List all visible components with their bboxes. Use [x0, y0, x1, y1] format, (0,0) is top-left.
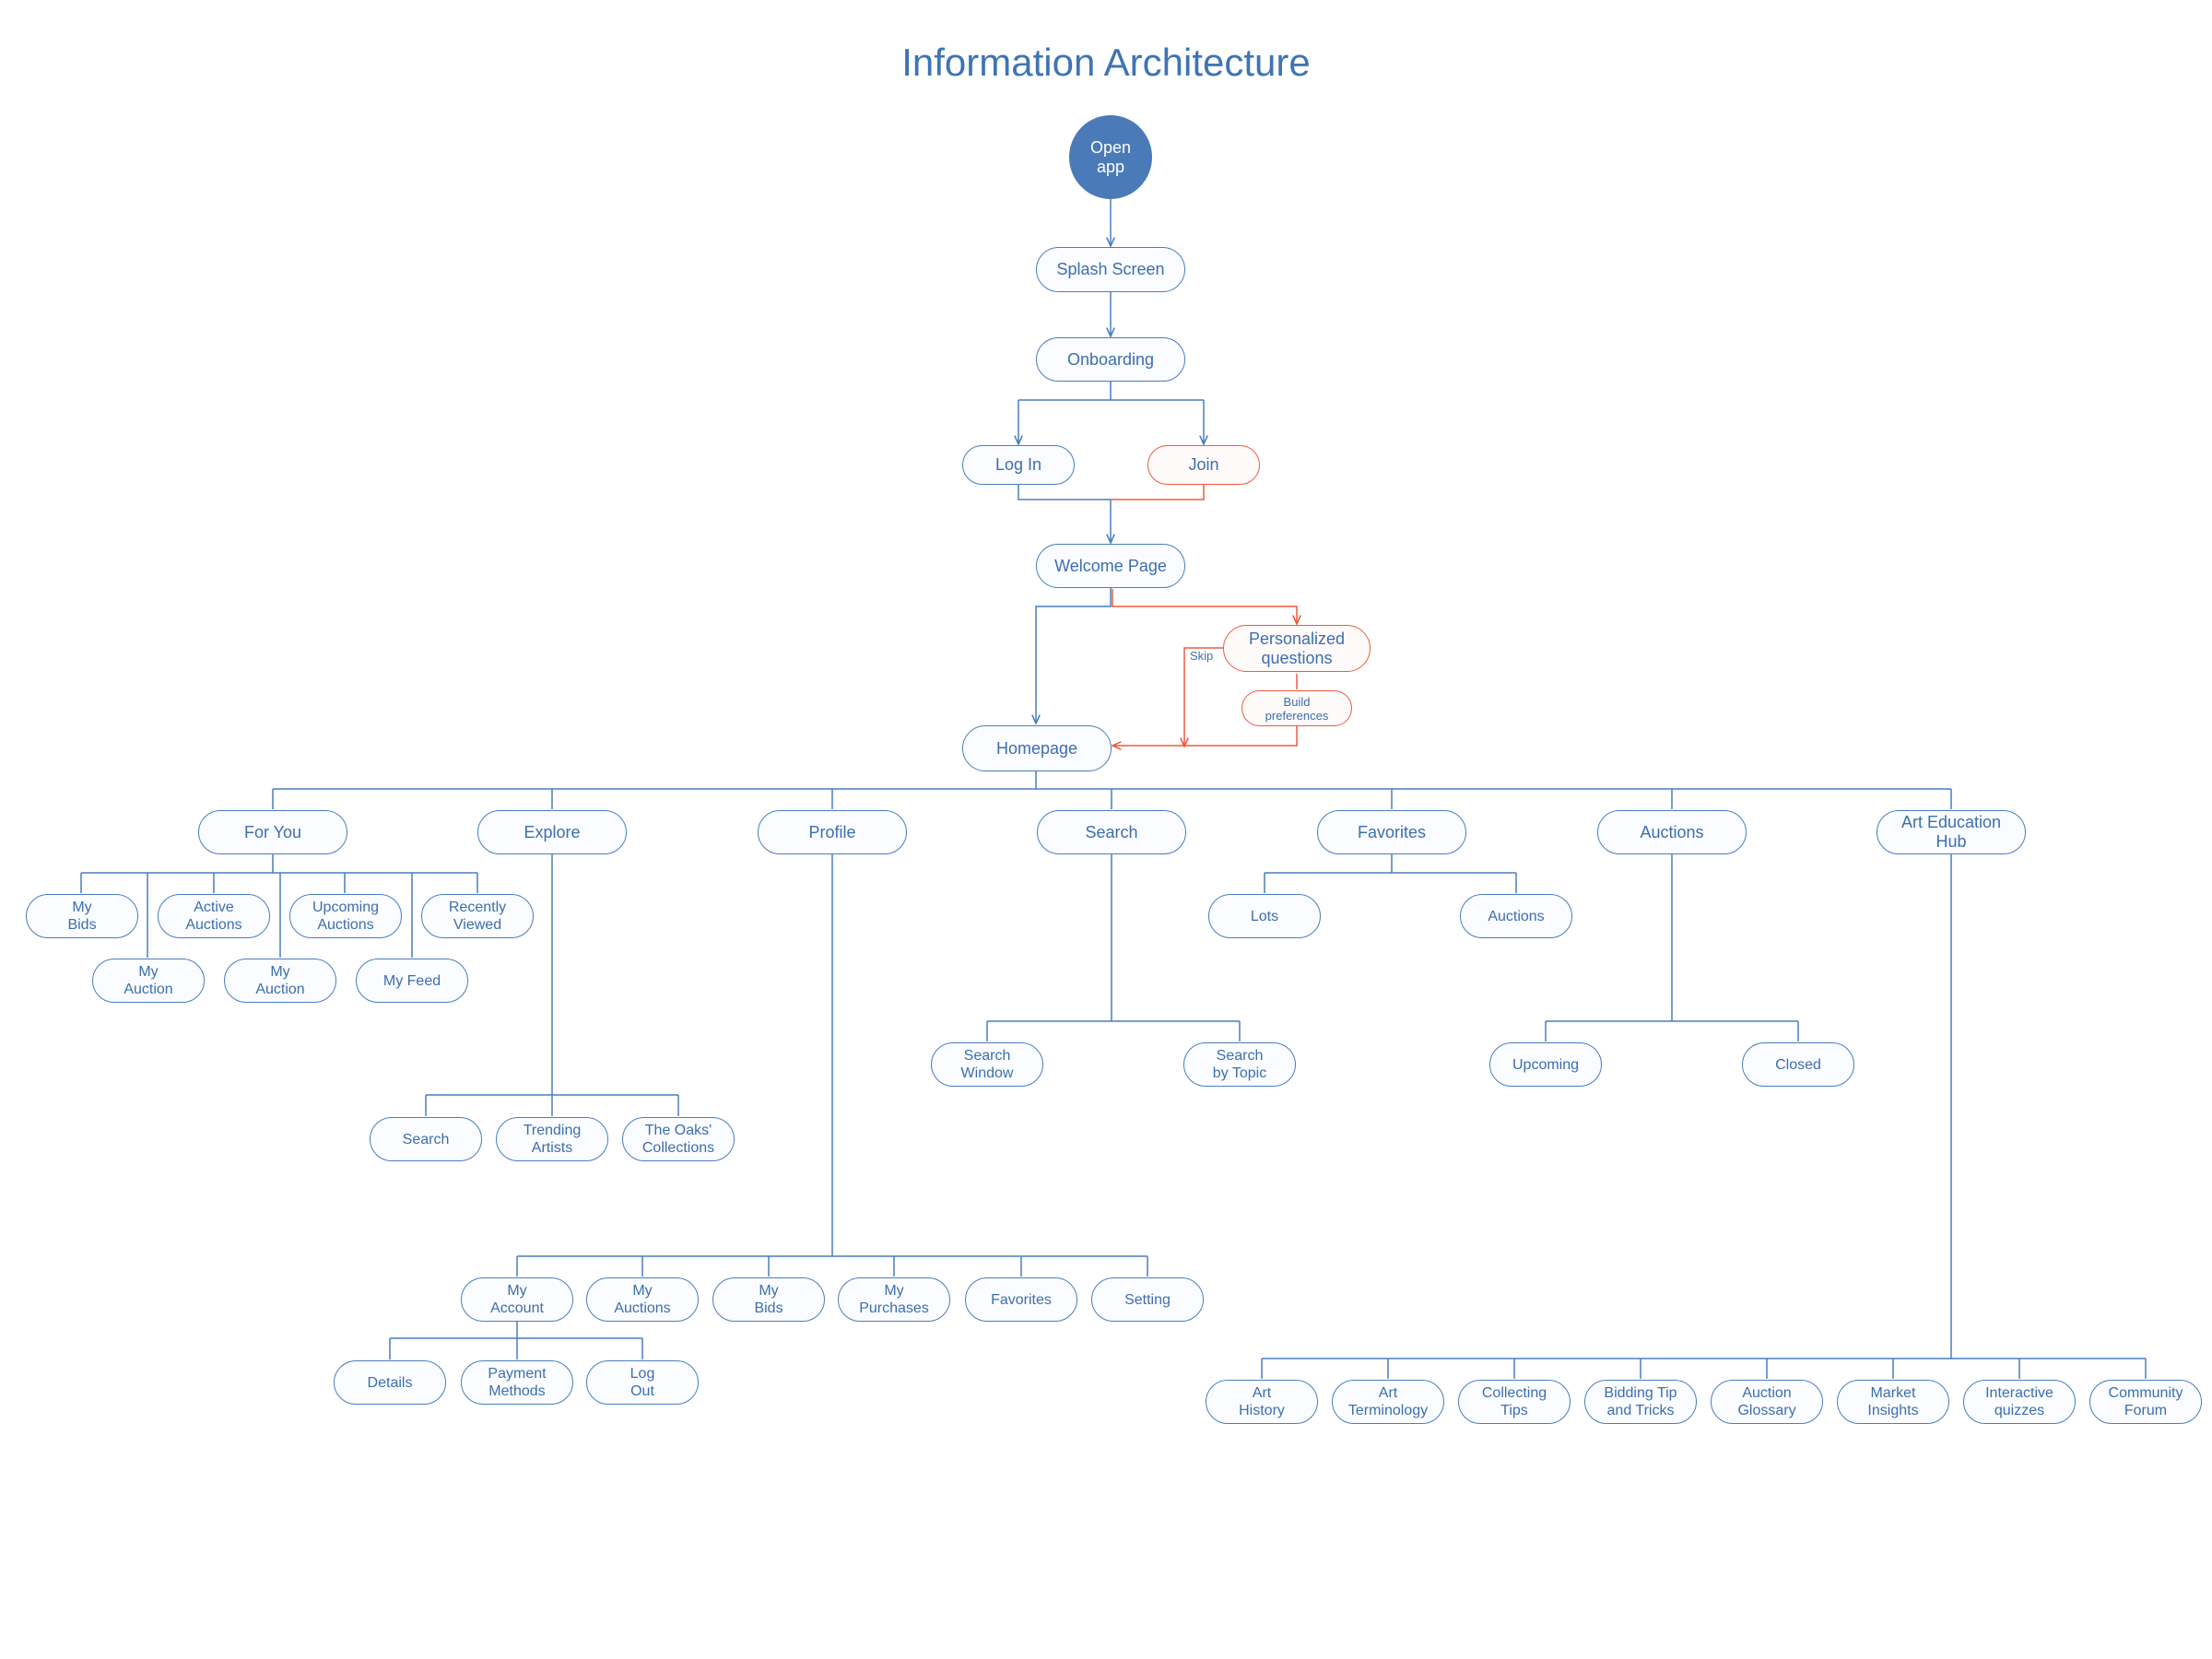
- explore-trending-artists-node[interactable]: Trending Artists: [496, 1117, 608, 1161]
- profile-setting-node[interactable]: Setting: [1091, 1277, 1204, 1322]
- onboarding-node[interactable]: Onboarding: [1036, 337, 1185, 382]
- edu-auction-glossary-node[interactable]: Auction Glossary: [1711, 1380, 1823, 1424]
- profile-my-account-node[interactable]: My Account: [461, 1277, 573, 1322]
- personalized-questions-node[interactable]: Personalized questions: [1223, 625, 1371, 672]
- for-you-my-auction-node[interactable]: My Auction: [224, 959, 336, 1003]
- search-node[interactable]: Search: [1037, 810, 1186, 854]
- edu-art-terminology-node[interactable]: Art Terminology: [1332, 1380, 1444, 1424]
- search-by-topic-node[interactable]: Search by Topic: [1183, 1042, 1296, 1087]
- favorites-node[interactable]: Favorites: [1317, 810, 1466, 854]
- splash-screen-node[interactable]: Splash Screen: [1036, 247, 1185, 292]
- homepage-node[interactable]: Homepage: [962, 725, 1112, 771]
- edu-community-forum-node[interactable]: Community Forum: [2089, 1380, 2202, 1424]
- open-app-node[interactable]: Open app: [1069, 115, 1152, 199]
- login-node[interactable]: Log In: [962, 445, 1075, 485]
- account-details-node[interactable]: Details: [334, 1360, 446, 1405]
- edu-market-insights-node[interactable]: Market Insights: [1837, 1380, 1949, 1424]
- account-log-out-node[interactable]: Log Out: [586, 1360, 699, 1405]
- join-node[interactable]: Join: [1147, 445, 1260, 485]
- profile-my-auctions-node[interactable]: My Auctions: [586, 1277, 699, 1322]
- for-you-recently-viewed-node[interactable]: Recently Viewed: [421, 894, 534, 938]
- profile-my-bids-node[interactable]: My Bids: [712, 1277, 825, 1322]
- for-you-active-auctions-node[interactable]: Active Auctions: [158, 894, 270, 938]
- skip-label: Skip: [1190, 649, 1214, 663]
- explore-oaks-collections-node[interactable]: The Oaks' Collections: [622, 1117, 735, 1161]
- edu-interactive-quizzes-node[interactable]: Interactive quizzes: [1963, 1380, 2076, 1424]
- auctions-closed-node[interactable]: Closed: [1742, 1042, 1854, 1087]
- auctions-node[interactable]: Auctions: [1597, 810, 1747, 854]
- edu-art-history-node[interactable]: Art History: [1206, 1380, 1318, 1424]
- edu-bidding-tips-node[interactable]: Bidding Tip and Tricks: [1584, 1380, 1697, 1424]
- for-you-my-auction-node[interactable]: My Auction: [92, 959, 205, 1003]
- explore-node[interactable]: Explore: [477, 810, 627, 854]
- account-payment-methods-node[interactable]: Payment Methods: [461, 1360, 573, 1405]
- search-window-node[interactable]: Search Window: [931, 1042, 1043, 1087]
- favorites-auctions-node[interactable]: Auctions: [1460, 894, 1572, 938]
- for-you-upcoming-auctions-node[interactable]: Upcoming Auctions: [289, 894, 402, 938]
- favorites-lots-node[interactable]: Lots: [1208, 894, 1321, 938]
- for-you-node[interactable]: For You: [198, 810, 347, 854]
- profile-favorites-node[interactable]: Favorites: [965, 1277, 1077, 1322]
- profile-node[interactable]: Profile: [758, 810, 907, 854]
- diagram-title: Information Architecture: [901, 41, 1311, 84]
- edu-collecting-tips-node[interactable]: Collecting Tips: [1458, 1380, 1571, 1424]
- explore-search-node[interactable]: Search: [370, 1117, 482, 1161]
- art-education-hub-node[interactable]: Art Education Hub: [1877, 810, 2026, 854]
- build-preferences-node[interactable]: Build preferences: [1241, 690, 1352, 726]
- welcome-page-node[interactable]: Welcome Page: [1036, 544, 1185, 588]
- auctions-upcoming-node[interactable]: Upcoming: [1489, 1042, 1602, 1087]
- for-you-my-feed-node[interactable]: My Feed: [356, 959, 468, 1003]
- for-you-my-bids-node[interactable]: My Bids: [26, 894, 138, 938]
- profile-my-purchases-node[interactable]: My Purchases: [838, 1277, 950, 1322]
